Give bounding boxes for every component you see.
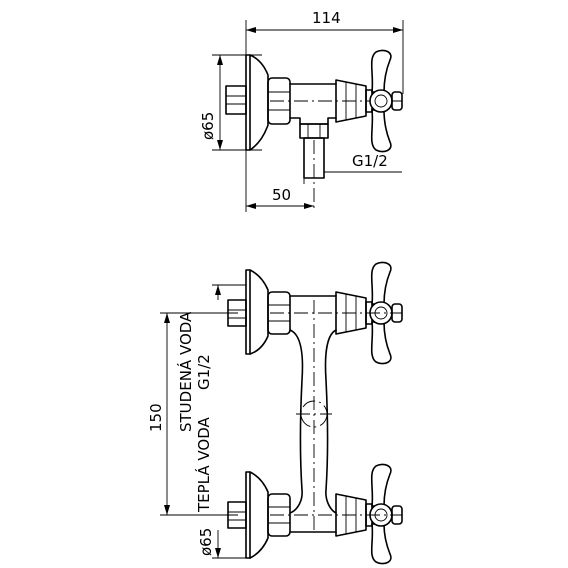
arrow-dia-bottom	[217, 140, 223, 150]
lower-handle-arm-top	[370, 463, 392, 507]
front-view: 150 STUDENÁ VODA G1/2 TEPLÁ VODA ø65	[147, 261, 403, 565]
lower-rosette-plate	[245, 471, 251, 559]
handle-arm-bottom	[370, 109, 392, 153]
handle-cap	[391, 91, 403, 111]
body-left-contour	[289, 329, 304, 514]
dim-diameter-label: ø65	[199, 112, 217, 140]
handle-arm-top	[370, 49, 392, 93]
top-view: 114 ø65	[199, 9, 404, 212]
rosette-plate	[245, 54, 251, 151]
arrow-left	[246, 27, 256, 33]
dim-offset-label: 50	[272, 186, 291, 204]
dim-diameter-label-front: ø65	[197, 528, 215, 556]
upper-handle-arm-bottom	[370, 321, 392, 365]
dim-spacing-label: 150	[147, 403, 165, 432]
outlet-nut	[299, 123, 329, 139]
upper-handle-arm-top	[370, 261, 392, 305]
thread-label-front: G1/2	[195, 354, 213, 390]
wall-connector	[225, 85, 247, 115]
lower-handle-arm-bottom	[370, 523, 392, 565]
thread-label: G1/2	[352, 152, 388, 170]
dim-width-label: 114	[312, 9, 341, 27]
body-right-contour	[324, 329, 337, 514]
cold-water-label: STUDENÁ VODA	[176, 311, 195, 432]
rosette-cover	[249, 54, 269, 151]
upper-rosette-plate	[245, 269, 251, 355]
body-bottom-edge	[289, 117, 337, 125]
handle-hub	[369, 89, 393, 113]
lower-rosette-cover	[249, 471, 269, 559]
hot-water-label: TEPLÁ VODA	[194, 416, 213, 513]
upper-rosette-cover	[249, 269, 269, 355]
arrow-right	[393, 27, 403, 33]
arrow-dia-top	[217, 55, 223, 65]
